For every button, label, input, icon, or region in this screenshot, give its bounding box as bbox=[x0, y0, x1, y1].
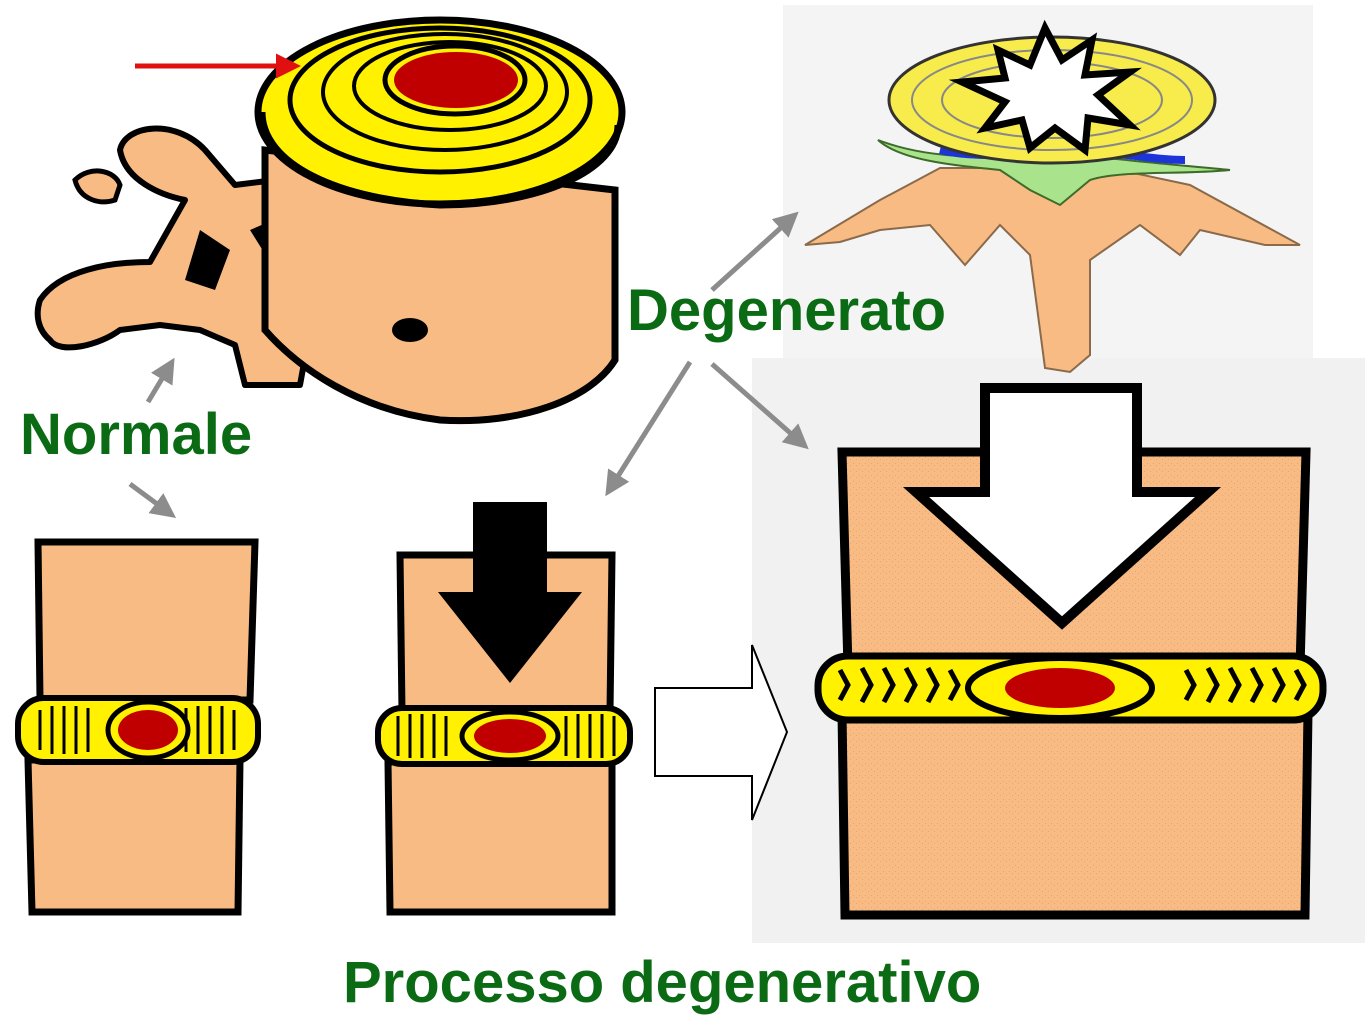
disc-segment-normal-icon bbox=[18, 542, 258, 912]
connector-normale-up bbox=[148, 362, 172, 402]
label-degenerato: Degenerato bbox=[627, 282, 946, 340]
label-normale: Normale bbox=[20, 406, 252, 464]
vertebra-normal-icon bbox=[38, 20, 622, 421]
label-processo-degenerativo: Processo degenerativo bbox=[343, 954, 981, 1012]
connector-normale-down bbox=[130, 484, 172, 515]
connector-degenerato-left bbox=[608, 362, 690, 492]
